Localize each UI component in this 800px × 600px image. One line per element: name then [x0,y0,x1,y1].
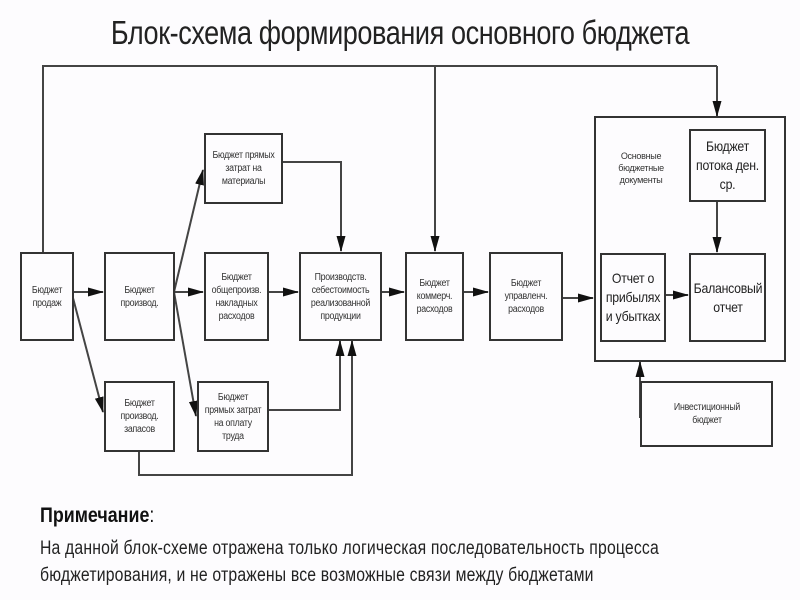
box-commercial-budget[interactable]: Бюджет коммерч. расходов [405,252,464,341]
connector-sales-to-inventory [72,297,104,413]
note-title: Примечание: [40,504,154,528]
note-line-2: бюджетирования, и не отражены все возмож… [40,565,594,586]
box-production-cost-label: Производств. себестоимость реализованной… [310,271,371,322]
connector-production-to-labor [173,291,198,417]
box-commercial-budget-label: Бюджет коммерч. расходов [416,278,453,315]
box-labor-budget-label: Бюджет прямых затрат на оплату труда [204,391,262,442]
note-title-colon: : [149,504,155,527]
note-line-1: На данной блок-схеме отражена только лог… [40,538,659,559]
connector-production-to-materials [173,169,204,293]
box-investment-budget[interactable]: Инвестиционный бюджет [640,381,773,447]
connector-inventory-to-cost [138,340,357,476]
box-balance-sheet[interactable]: Балансовый отчет [689,253,766,342]
box-inventory-budget[interactable]: Бюджет производ. запасов [104,381,175,452]
box-profit-loss-report-label: Отчет о прибылях и убытках [605,270,661,324]
box-overhead-budget[interactable]: Бюджет общепроизв. накладных расходов [204,252,269,341]
box-sales-budget-label: Бюджет продаж [31,284,63,309]
box-production-budget[interactable]: Бюджет производ. [104,252,175,341]
box-labor-budget[interactable]: Бюджет прямых затрат на оплату труда [197,381,269,452]
diagram-title: Блок-схема формирования основного бюджет… [110,14,690,51]
box-management-budget-label: Бюджет управленч. расходов [504,278,548,315]
box-materials-budget[interactable]: Бюджет прямых затрат на материалы [204,133,283,204]
box-inventory-budget-label: Бюджет производ. запасов [120,398,159,435]
box-investment-budget-label: Инвестиционный бюджет [673,402,740,426]
box-balance-sheet-label: Балансовый отчет [693,279,762,315]
connector-sales-top [42,65,717,252]
box-production-cost[interactable]: Производств. себестоимость реализованной… [299,252,382,341]
box-overhead-budget-label: Бюджет общепроизв. накладных расходов [211,271,262,322]
connector-materials-to-cost [282,161,346,252]
main-documents-container [594,116,786,362]
connector-labor-to-cost [268,340,345,411]
main-documents-label: Основные бюджетные документы [618,151,664,185]
box-profit-loss-report[interactable]: Отчет о прибылях и убытках [600,253,666,342]
box-cash-flow-budget[interactable]: Бюджет потока ден. ср. [689,129,766,202]
box-sales-budget[interactable]: Бюджет продаж [20,252,74,341]
box-management-budget[interactable]: Бюджет управленч. расходов [489,252,563,341]
note-title-text: Примечание [40,504,150,527]
box-production-budget-label: Бюджет производ. [120,284,159,309]
box-materials-budget-label: Бюджет прямых затрат на материалы [212,150,275,187]
box-cash-flow-budget-label: Бюджет потока ден. ср. [696,138,759,192]
